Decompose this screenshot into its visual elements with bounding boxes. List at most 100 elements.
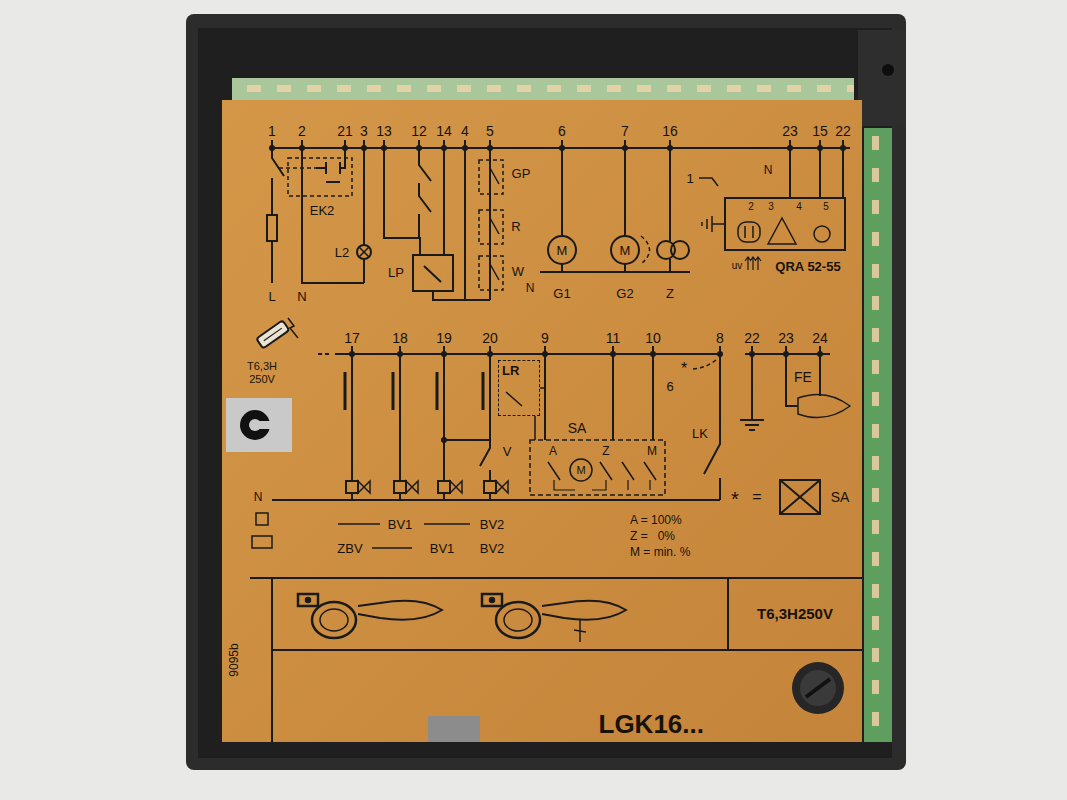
terminal-number: 9: [541, 331, 549, 345]
motor-letter: M: [576, 465, 585, 476]
wiring-top: [288, 158, 352, 196]
wiring-middle: [256, 513, 268, 525]
burner-icon: [358, 601, 442, 620]
component-label: QRA 52-55: [775, 260, 840, 273]
terminal-number: 3: [360, 124, 368, 138]
component-label: Z: [666, 287, 674, 300]
housing: [186, 14, 906, 770]
dots: [650, 351, 656, 357]
component-label: EK2: [310, 204, 335, 217]
burner-icon: [320, 609, 348, 631]
wiring-top: [419, 148, 431, 238]
wiring-middle: [450, 481, 462, 493]
wiring-middle: [780, 480, 820, 514]
dots: [441, 351, 447, 357]
dots: [622, 145, 628, 151]
component-label: GP: [512, 167, 531, 180]
terminal-number: 22: [835, 124, 851, 138]
label-plate: [222, 100, 862, 742]
node-text: LR: [502, 364, 519, 378]
valve-label: BV1: [430, 542, 455, 555]
terminal-number: 20: [482, 331, 498, 345]
dots: [349, 351, 355, 357]
position-note: M = min. %: [630, 546, 690, 558]
component-label: L2: [335, 246, 349, 259]
valve-label: BV2: [480, 542, 505, 555]
wiring-top: [272, 140, 843, 148]
terminal-number: 17: [344, 331, 360, 345]
wiring-middle: [352, 493, 490, 500]
wiring-top: [738, 222, 760, 242]
note-mark: *: [681, 361, 687, 377]
wiring-top: [745, 257, 761, 270]
wiring-middle: [786, 354, 820, 406]
wiring-top: [271, 241, 273, 283]
wiring-middle: [545, 354, 653, 440]
wiring-top: [413, 255, 453, 291]
valve-label: BV2: [480, 518, 505, 531]
dots: [787, 145, 793, 151]
position-letter: M: [647, 445, 657, 457]
dots: [441, 145, 447, 151]
motor-letter: M: [557, 244, 568, 257]
wiring-middle: [252, 318, 850, 548]
position-note: Z = 0%: [630, 530, 675, 542]
fuse-symbol: [264, 328, 282, 341]
pin-number: 4: [796, 202, 802, 212]
terminal-number: 18: [392, 331, 408, 345]
dots: [342, 145, 348, 151]
callout-number: 1: [686, 172, 693, 185]
motor-letter: M: [620, 244, 631, 257]
edge-connector: [864, 128, 892, 742]
supply-label: L: [268, 290, 275, 303]
wiring-top: [479, 256, 503, 290]
wiring-middle: [554, 480, 650, 490]
wiring-middle: [345, 372, 483, 410]
wiring-middle: [693, 360, 716, 369]
terminal-number: 19: [436, 331, 452, 345]
wiring-middle: [548, 462, 656, 480]
dots: [817, 351, 823, 357]
fuse-rating: 250V: [249, 374, 275, 385]
wiring-middle: [798, 394, 850, 417]
component-label: FE: [794, 370, 812, 384]
terminal-number: 23: [782, 124, 798, 138]
terminal-number: 2: [298, 124, 306, 138]
label-plate: [222, 100, 862, 742]
position-letter: A: [549, 445, 557, 457]
dots: [361, 145, 367, 151]
wiring-middle: [406, 481, 418, 493]
wiring-middle: [346, 481, 358, 493]
component-label: R: [511, 220, 520, 233]
wiring-top: [699, 178, 718, 186]
table-lines: [250, 578, 862, 742]
pin-number: 5: [823, 202, 829, 212]
component-label: SA: [831, 490, 850, 504]
wiring-top: [611, 236, 639, 264]
wiring-middle: [438, 481, 450, 493]
signal-label: uv: [732, 261, 743, 271]
terminal-number: 22: [744, 331, 760, 345]
wiring-middle: [318, 353, 331, 355]
wiring-top: [671, 241, 689, 259]
dots: [462, 145, 468, 151]
component-label: W: [512, 265, 524, 278]
terminal-number: 14: [436, 124, 452, 138]
node-text: T6,3H250V: [757, 606, 833, 622]
notch: [428, 716, 480, 742]
wiring-top: [272, 148, 284, 215]
wiring-middle: [252, 536, 272, 548]
terminal-number: 7: [621, 124, 629, 138]
wiring-top: [267, 215, 277, 241]
table-lines: [250, 578, 862, 742]
wiring-top: [464, 148, 466, 300]
dots: [487, 351, 493, 357]
dots: [559, 145, 565, 151]
terminal-number: 4: [461, 124, 469, 138]
fuse-rating: T6,3H: [247, 361, 277, 372]
wiring-top: [302, 148, 364, 283]
wiring-top: [267, 140, 850, 300]
component-label: G2: [616, 287, 633, 300]
dots: [269, 145, 275, 151]
